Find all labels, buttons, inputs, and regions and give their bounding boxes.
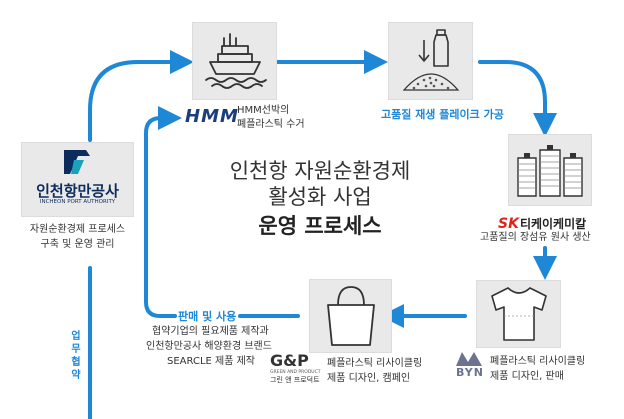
- sk-logo: SK티케이케미칼: [498, 213, 586, 232]
- ipa-logo-icon: [64, 150, 90, 174]
- flow-flake-to-spools: [478, 60, 557, 137]
- byn-desc-1: 폐플라스틱 리사이클링: [490, 356, 586, 367]
- gnp-logo: G&P GREEN AND PRODUCT 그린 앤 프로덕트: [270, 352, 320, 385]
- mou-char-1: 업: [71, 331, 81, 342]
- hmm-logo: HMM: [185, 106, 239, 127]
- byn-mark-icon: [456, 352, 482, 366]
- tote-bag-icon: [327, 286, 375, 346]
- gnp-logo-sub1: GREEN AND PRODUCT: [270, 370, 321, 375]
- byn-logo-text: BYN: [456, 366, 484, 379]
- diagram-title: 인천항 자원순환경제 활성화 사업 운영 프로세스: [200, 158, 440, 239]
- ship-icon: [205, 33, 267, 89]
- mou-label: 업 무 협 약: [70, 330, 82, 382]
- hmm-desc-1: HMM선박의: [237, 105, 290, 116]
- title-line-3: 운영 프로세스: [258, 213, 382, 238]
- flow-ipa-to-ship: [88, 50, 194, 142]
- title-line-2: 활성화 사업: [268, 185, 372, 210]
- bottle-flake-icon: [402, 29, 460, 91]
- hmm-desc-2: 폐플라스틱 수거: [237, 119, 305, 130]
- sk-logo-text: 티케이케미칼: [519, 217, 587, 231]
- ipa-logo-sub: INCHEON PORT AUTHORITY: [39, 199, 116, 205]
- flow-sales-to-hmm: [144, 106, 182, 318]
- gnp-logo-text: G&P: [270, 351, 309, 370]
- mou-char-2: 무: [71, 344, 81, 355]
- sales-desc-1: 협약기업의 필요제품 제작과: [152, 326, 269, 337]
- ipa-logo-name: 인천항만공사: [36, 182, 119, 200]
- title-line-1: 인천항 자원순환경제: [229, 159, 411, 183]
- thread-spools-icon: [517, 145, 583, 197]
- byn-desc-2: 제품 디자인, 판매: [490, 371, 564, 382]
- gnp-desc-2: 제품 디자인, 캠페인: [327, 373, 411, 384]
- tshirt-icon: [491, 287, 547, 341]
- gnp-desc-1: 폐플라스틱 리사이클링: [327, 358, 423, 369]
- ipa-desc-2: 구축 및 운영 관리: [40, 239, 115, 250]
- mou-char-4: 약: [71, 370, 81, 381]
- byn-logo: BYN: [456, 352, 484, 379]
- sales-desc-3: SEARCLE 제품 제작: [167, 356, 255, 367]
- ipa-desc-1: 자원순환경제 프로세스: [29, 224, 126, 235]
- sales-desc-2: 인천항만공사 해양환경 브랜드: [146, 341, 272, 352]
- sk-desc: 고품질의 장섬유 원사 생산: [480, 232, 591, 243]
- flake-box: [388, 22, 473, 100]
- gnp-logo-sub2: 그린 앤 프로덕트: [270, 376, 320, 384]
- mou-char-3: 협: [71, 357, 81, 368]
- sales-label: 판매 및 사용: [178, 310, 237, 323]
- ship-box: [192, 22, 277, 100]
- flake-label: 고품질 재생 플레이크 가공: [381, 108, 504, 121]
- sk-logo-mark: SK: [498, 216, 519, 232]
